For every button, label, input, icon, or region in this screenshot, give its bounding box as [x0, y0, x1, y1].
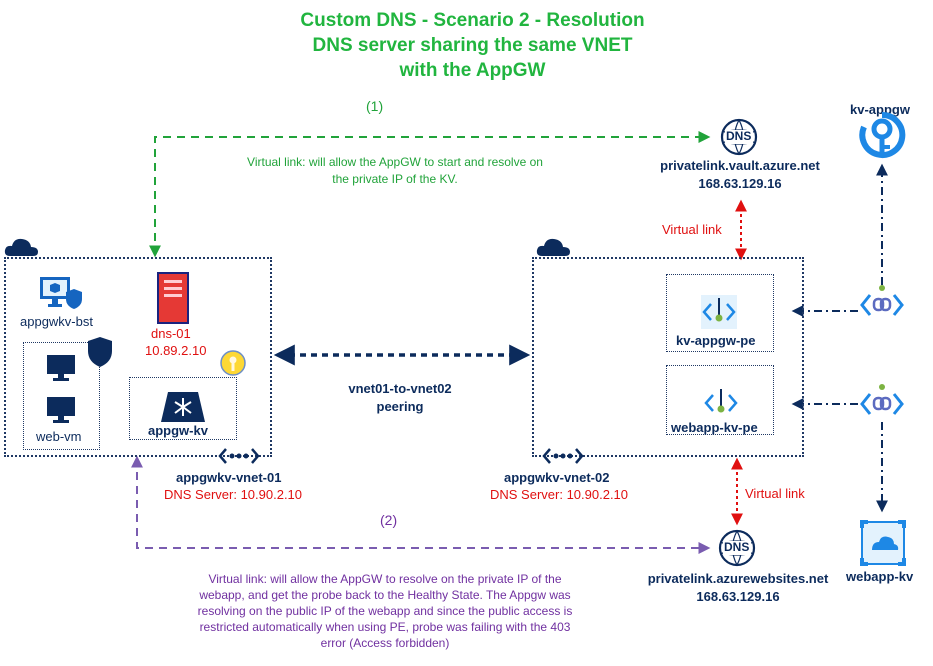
vnet-01-container	[4, 257, 272, 457]
vnet-icon	[218, 446, 260, 466]
step-2-number: (2)	[380, 512, 398, 528]
vm-icon	[46, 354, 76, 382]
step-2-note-line-3: resolving on the public IP of the webapp…	[197, 604, 573, 618]
diagram-title-line-1: Custom DNS - Scenario 2 - Resolution	[300, 10, 645, 31]
step-2-note-line-1: Virtual link: will allow the AppGW to re…	[208, 572, 562, 586]
vm-icon	[46, 396, 76, 424]
application-gateway-icon	[160, 390, 206, 424]
vnet-02-dns-server: DNS Server: 10.90.2.10	[490, 487, 629, 502]
pe-webapp-label: webapp-kv-pe	[671, 420, 758, 435]
private-link-icon	[860, 285, 904, 323]
cloud-icon	[536, 236, 572, 258]
step-2-note-line-5: error (Access forbidden)	[320, 636, 450, 650]
vnet-02-container	[532, 257, 804, 457]
step-1-number: (1)	[366, 98, 384, 114]
private-endpoint-icon	[700, 294, 738, 330]
dns-vm-ip: 10.89.2.10	[145, 343, 207, 358]
step-2-note-line-4: restricted automatically when using PE, …	[199, 620, 571, 634]
bastion-label: appgwkv-bst	[20, 314, 93, 329]
dns-zone-websites-name: privatelink.azurewebsites.net	[647, 571, 829, 586]
peering-label: peering	[376, 399, 424, 414]
vnet-01-name: appgwkv-vnet-01	[176, 470, 282, 485]
peering-name: vnet01-to-vnet02	[348, 381, 452, 396]
appgw-label: appgw-kv	[148, 423, 208, 438]
diagram-title-line-3: with the AppGW	[399, 60, 546, 81]
virtual-link-1-line	[149, 131, 711, 258]
dns-zone-icon: DNS	[718, 529, 756, 567]
appgw-subnet	[129, 377, 237, 440]
key-vault-icon	[855, 107, 910, 162]
virtual-link-top-label: Virtual link	[662, 222, 722, 237]
vnet-01-dns-server: DNS Server: 10.90.2.10	[164, 487, 303, 502]
step-2-note-line-2: webapp, and get the probe back to the He…	[199, 588, 571, 602]
dns-zone-websites-ip: 168.63.129.16	[696, 589, 780, 604]
server-icon	[157, 272, 189, 324]
web-vm-subnet	[23, 342, 100, 450]
pe-webapp-subnet	[666, 365, 774, 435]
private-link-icon	[860, 384, 904, 422]
keyvault-label: kv-appgw	[850, 102, 910, 117]
web-vm-label: web-vm	[36, 429, 82, 444]
private-endpoint-icon	[702, 385, 740, 421]
bastion-icon	[38, 275, 84, 311]
step-1-note-line-2: the private IP of the KV.	[332, 172, 458, 186]
virtual-link-2-line	[131, 455, 711, 554]
diagram-title-line-2: DNS server sharing the same VNET	[312, 35, 633, 56]
dns-vm-name: dns-01	[151, 326, 191, 341]
shield-icon	[86, 336, 114, 368]
pe-kv-subnet	[666, 274, 774, 352]
step-1-note-line-1: Virtual link: will allow the AppGW to st…	[247, 155, 543, 169]
dns-zone-icon: DNS	[720, 118, 758, 156]
dns-zone-vault-name: privatelink.vault.azure.net	[660, 158, 820, 173]
cloud-icon	[4, 236, 40, 258]
web-app-icon	[860, 520, 906, 566]
vnet-icon	[542, 446, 584, 466]
virtual-link-bottom-label: Virtual link	[745, 486, 805, 501]
pe-kv-label: kv-appgw-pe	[676, 333, 756, 348]
dns-zone-vault-ip: 168.63.129.16	[698, 176, 782, 191]
webapp-label: webapp-kv	[846, 569, 914, 584]
vnet-02-name: appgwkv-vnet-02	[504, 470, 610, 485]
lock-icon	[220, 350, 246, 376]
